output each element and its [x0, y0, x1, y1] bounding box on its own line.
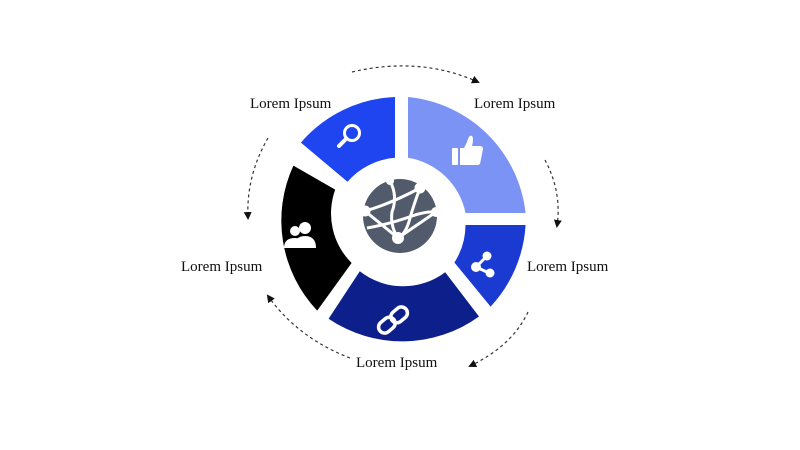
segment-share	[454, 225, 526, 307]
share-icon	[471, 251, 495, 278]
segment-label-thumbs-up: Lorem Ipsum	[474, 96, 556, 112]
arrow-right	[544, 159, 562, 228]
users-icon	[284, 222, 316, 248]
search-icon	[337, 124, 361, 148]
ring	[281, 97, 526, 342]
segment-label-share: Lorem Ipsum	[527, 259, 609, 275]
link-icon	[376, 305, 410, 335]
segment-users	[281, 165, 352, 311]
thumbs-up-icon	[452, 135, 483, 165]
arrow-top	[351, 65, 480, 84]
segment-label-link: Lorem Ipsum	[356, 355, 438, 371]
globe-network-icon	[359, 177, 441, 253]
segment-label-search: Lorem Ipsum	[250, 96, 332, 112]
arrow-left	[243, 137, 269, 220]
cycle-arrows	[243, 65, 562, 368]
segment-label-users: Lorem Ipsum	[181, 259, 263, 275]
arrow-bottom-right	[468, 311, 529, 368]
